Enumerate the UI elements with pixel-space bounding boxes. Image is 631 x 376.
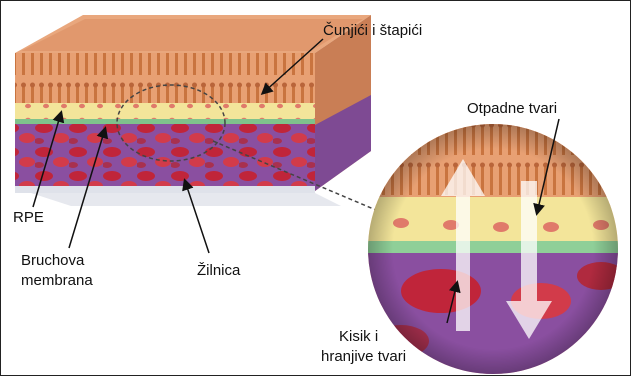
label-photoreceptors: Čunjići i štapići <box>323 21 422 40</box>
bruch-membrane-layer <box>15 119 315 124</box>
label-oxygen-line1: Kisik i <box>339 327 378 346</box>
choroid-layer <box>15 124 315 186</box>
label-choroid: Žilnica <box>197 261 240 280</box>
photoreceptor-layer <box>15 53 315 103</box>
label-oxygen-line2: hranjive tvari <box>321 347 406 366</box>
label-bruch-line2: membrana <box>21 271 93 290</box>
label-rpe: RPE <box>13 208 44 227</box>
zoom-circle <box>361 121 631 376</box>
label-bruch-line1: Bruchova <box>21 251 84 270</box>
label-waste: Otpadne tvari <box>467 99 557 118</box>
